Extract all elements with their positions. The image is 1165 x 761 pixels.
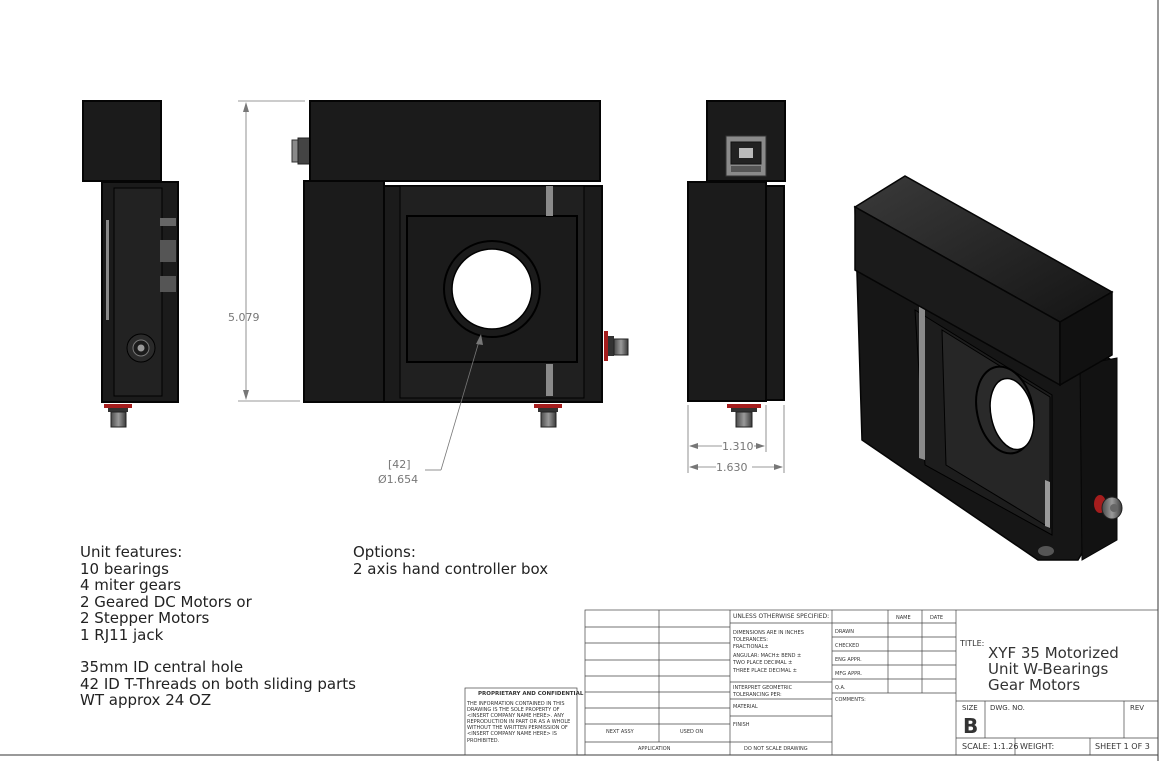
scale-label: SCALE: 1:1.26 (962, 742, 1018, 751)
unless-specified: UNLESS OTHERWISE SPECIFIED: (733, 613, 829, 620)
finish-label: FINISH (733, 722, 750, 728)
proprietary-line-3: <INSERT COMPANY NAME HERE>. ANY (467, 713, 565, 719)
height-dimension-value: 5.079 (228, 311, 260, 324)
rj11-jack-icon (725, 135, 767, 177)
height-dimension (238, 100, 305, 402)
depth-dimensions (687, 405, 785, 473)
row-checked: CHECKED (835, 643, 859, 649)
name-header: NAME (896, 615, 911, 621)
front-view (291, 100, 629, 428)
left-side-view (82, 100, 179, 428)
isometric-view (853, 175, 1123, 561)
nut-icon (604, 331, 629, 361)
row-drawn: DRAWN (835, 629, 854, 635)
feature-line: 4 miter gears (80, 576, 182, 594)
interpret-label: INTERPRET GEOMETRIC (733, 685, 793, 691)
proprietary-line-4: REPRODUCTION IN PART OR AS A WHOLE (467, 719, 570, 725)
dwg-no-label: DWG. NO. (990, 704, 1025, 712)
title-line-3: Gear Motors (988, 676, 1080, 694)
material-label: MATERIAL (733, 704, 758, 710)
no-scale-label: DO NOT SCALE DRAWING (744, 746, 808, 752)
feature-line: 2 Stepper Motors (80, 609, 210, 627)
nut-icon (727, 404, 761, 428)
title-label: TITLE: (959, 639, 984, 648)
feature-line: WT approx 24 OZ (80, 691, 212, 709)
hole-metric-label: [42] (388, 458, 411, 471)
nut-icon (1094, 495, 1123, 520)
proprietary-line-2: DRAWING IS THE SOLE PROPERTY OF (467, 707, 560, 713)
proprietary-line-1: THE INFORMATION CONTAINED IN THIS (466, 701, 565, 707)
right-side-view (687, 100, 786, 428)
rev-label: REV (1130, 704, 1144, 712)
proprietary-heading: PROPRIETARY AND CONFIDENTIAL (478, 691, 584, 697)
option-line: 2 axis hand controller box (353, 559, 549, 578)
inner-depth-value: 1.310 (722, 440, 754, 453)
features-heading: Unit features: (80, 543, 183, 561)
unit-features-note: Unit features: 10 bearings 4 miter gears… (80, 544, 356, 709)
spec-line-4: ANGULAR: MACH± BEND ± (733, 653, 801, 659)
hole-leader (425, 334, 483, 471)
proprietary-line-6: <INSERT COMPANY NAME HERE> IS (467, 731, 557, 737)
options-note: Options: 2 axis hand controller box (353, 544, 548, 577)
application-label: APPLICATION (638, 746, 671, 752)
row-comments: COMMENTS: (835, 697, 866, 703)
nut-icon (1038, 546, 1054, 556)
spacer (80, 643, 356, 659)
iso-central-hole (989, 377, 1035, 451)
nut-icon (534, 404, 562, 428)
jack-icon (126, 333, 156, 363)
spec-line-2: TOLERANCES: (732, 637, 768, 643)
spec-line-6: THREE PLACE DECIMAL ± (732, 668, 797, 674)
feature-line: 35mm ID central hole (80, 658, 244, 676)
title-line-1: XYF 35 Motorized (988, 644, 1119, 662)
next-assy-label: NEXT ASSY (606, 729, 635, 735)
tolerancing-label: TOLERANCING PER: (732, 692, 782, 698)
feature-line: 42 ID T-Threads on both sliding parts (80, 674, 356, 693)
row-eng-appr: ENG APPR. (835, 657, 862, 663)
hole-diameter-label: Ø1.654 (378, 473, 418, 486)
feature-line: 10 bearings (80, 559, 169, 578)
feature-line: 2 Geared DC Motors or (80, 592, 252, 611)
spec-line-5: TWO PLACE DECIMAL ± (732, 660, 792, 666)
proprietary-line-5: WITHOUT THE WRITTEN PERMISSION OF (467, 725, 568, 731)
row-qa: Q.A. (835, 685, 846, 691)
spec-line-1: DIMENSIONS ARE IN INCHES (733, 630, 804, 636)
date-header: DATE (930, 615, 943, 621)
weight-label: WEIGHT: (1020, 742, 1054, 751)
outer-depth-value: 1.630 (716, 461, 748, 474)
spec-line-3: FRACTIONAL± (733, 644, 769, 650)
title-block (464, 609, 1159, 756)
used-on-label: USED ON (680, 729, 703, 735)
options-heading: Options: (353, 543, 416, 561)
feature-line: 1 RJ11 jack (80, 625, 164, 644)
row-mfg-appr: MFG APPR. (835, 671, 862, 677)
nut-icon (104, 404, 132, 428)
size-value: B (963, 714, 978, 738)
central-hole (451, 248, 533, 330)
sheet-label: SHEET 1 OF 3 (1095, 742, 1150, 751)
title-line-2: Unit W-Bearings (988, 660, 1108, 678)
size-label: SIZE (962, 704, 978, 712)
proprietary-line-7: PROHIBITED. (467, 738, 500, 744)
